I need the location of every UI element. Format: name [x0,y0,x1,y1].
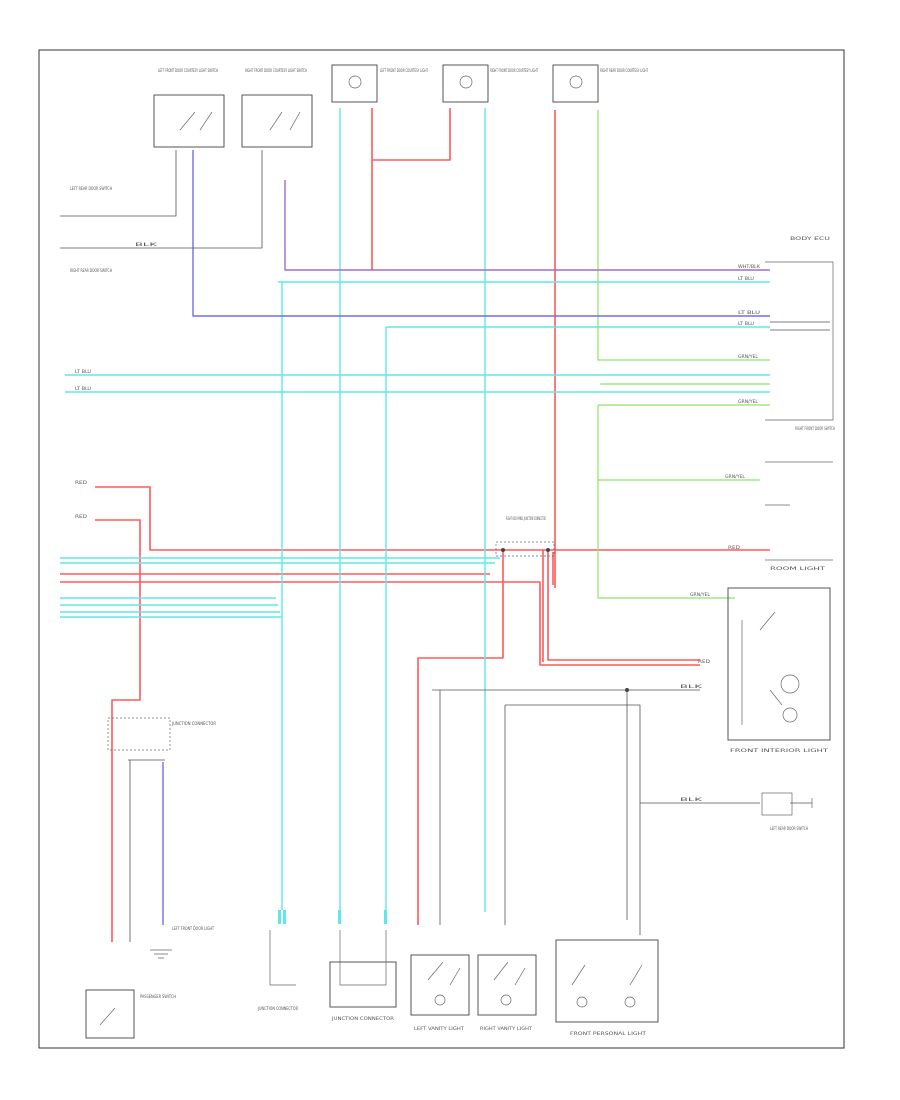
label-layer: LEFT FRONT DOOR COURTESY LIGHT SWITCH RI… [70,68,835,1036]
wire-label-green-4: GRN/YEL [690,592,711,597]
splice-dot-2 [625,688,629,692]
vanity-bulb-1 [434,994,446,1006]
door-switch-right-box [761,792,793,816]
interior-light-box [727,587,831,741]
wire-label-purple: WHT/BLK [738,264,760,269]
wire-label-red-1: RED [75,480,87,485]
wire-label-cyan-1: LT BLU [75,369,91,374]
wire-label-red-3: RED [728,545,740,550]
light-box-2 [442,64,489,103]
splice-dot-1 [501,548,505,552]
vanity-switch-2 [493,961,526,986]
wire-label-red-2: RED [75,514,87,519]
label-left-0: LEFT REAR DOOR SWITCH [70,186,112,191]
label-center-0: RIGHT KICK PANEL JUNCTION CONNECTOR [506,516,546,521]
label-top-1: RIGHT FRONT DOOR COURTESY LIGHT SWITCH [245,68,307,73]
switch-symbol-1 [179,111,213,131]
label-right-3: FRONT INTERIOR LIGHT [730,748,829,753]
wire-layer [60,108,830,942]
blue-wires [162,150,770,925]
label-top-0: LEFT FRONT DOOR COURTESY LIGHT SWITCH [158,68,218,73]
green-wires [597,110,770,599]
light-box-1 [331,64,378,103]
label-right-2: ROOM LIGHT [770,566,826,571]
junction-box-2 [329,961,397,1008]
purple-wires [284,180,770,271]
ground-icon-1 [150,949,172,959]
red-wires [60,108,770,942]
label-bottom-3: RIGHT VANITY LIGHT [480,1026,533,1031]
wire-label-green-2: GRN/YEL [738,399,759,404]
kick-panel-connector [495,541,555,557]
bulb-icon-2 [459,75,473,89]
connector-tick-3 [338,910,341,924]
personal-switch-symbol [571,964,643,986]
junction-bracket-1 [269,930,296,986]
personal-light-box [555,939,659,1023]
label-top-4: RIGHT REAR DOOR COURTESY LIGHT [600,68,648,73]
connector-tick-4 [384,910,387,924]
left-junction-connector [107,717,171,751]
cyan-wires [60,108,770,912]
label-right-1: RIGHT FRONT DOOR SWITCH [795,426,835,431]
label-top-3: RIGHT FRONT DOOR COURTESY LIGHT [490,68,538,73]
label-bottom-2: LEFT VANITY LIGHT [414,1026,465,1031]
wire-label-black-3: BLK [135,242,158,247]
wire-label-green-1: GRN/YEL [738,354,759,359]
vanity-light-right-box [477,954,537,1016]
label-left-4: LEFT FRONT DOOR LIGHT [172,926,214,931]
label-left-2: PASSENGER SWITCH [140,994,176,999]
wire-label-blue: LT BLU [738,310,760,315]
personal-bulb-1 [576,996,588,1008]
component-layer [85,64,834,1039]
connector-tick-1 [278,910,281,924]
label-right-0: BODY ECU [790,236,830,241]
label-bottom-1: JUNCTION CONNECTOR [331,1016,395,1021]
wire-label-cyan-4: LT BLU [738,321,754,326]
interior-bulb-icon [780,674,800,694]
wire-label-red-4: RED [698,659,710,664]
label-left-3: JUNCTION CONNECTOR [171,721,216,726]
light-box-3 [552,64,599,103]
wire-label-cyan-3: LT BLU [738,276,754,281]
label-bottom-0: JUNCTION CONNECTOR [257,1006,298,1011]
label-right-4: LEFT REAR DOOR SWITCH [770,826,808,831]
black-wires [60,150,830,942]
vanity-bulb-2 [500,994,512,1006]
switch-symbol-2 [269,111,301,131]
bulb-icon-3 [569,75,583,89]
switch-box-1 [153,94,225,148]
wire-label-green-3: GRN/YEL [725,474,746,479]
interior-switch-symbol [741,611,783,725]
switch-box-2 [241,94,313,148]
label-bottom-4: FRONT PERSONAL LIGHT [570,1031,647,1036]
passenger-switch-symbol [99,1007,116,1026]
wire-label-cyan-2: LT BLU [75,386,91,391]
bulb-icon-1 [348,75,362,89]
body-ecu-bracket [765,261,834,421]
wire-label-black-2: BLK [680,797,703,802]
splice-dot-3 [546,548,550,552]
personal-bulb-2 [624,996,636,1008]
passenger-switch-box [85,989,135,1039]
wire-label-black-1: BLK [680,684,703,689]
vanity-light-left-box [410,954,470,1016]
vanity-switch-1 [427,961,461,986]
label-left-1: RIGHT REAR DOOR SWITCH [70,268,112,273]
interior-bulb-icon-2 [782,707,798,723]
junction-u-shape [339,930,387,986]
diagram-frame [38,49,845,1049]
connector-tick-2 [283,910,286,924]
label-top-2: LEFT FRONT DOOR COURTESY LIGHT [380,68,428,73]
